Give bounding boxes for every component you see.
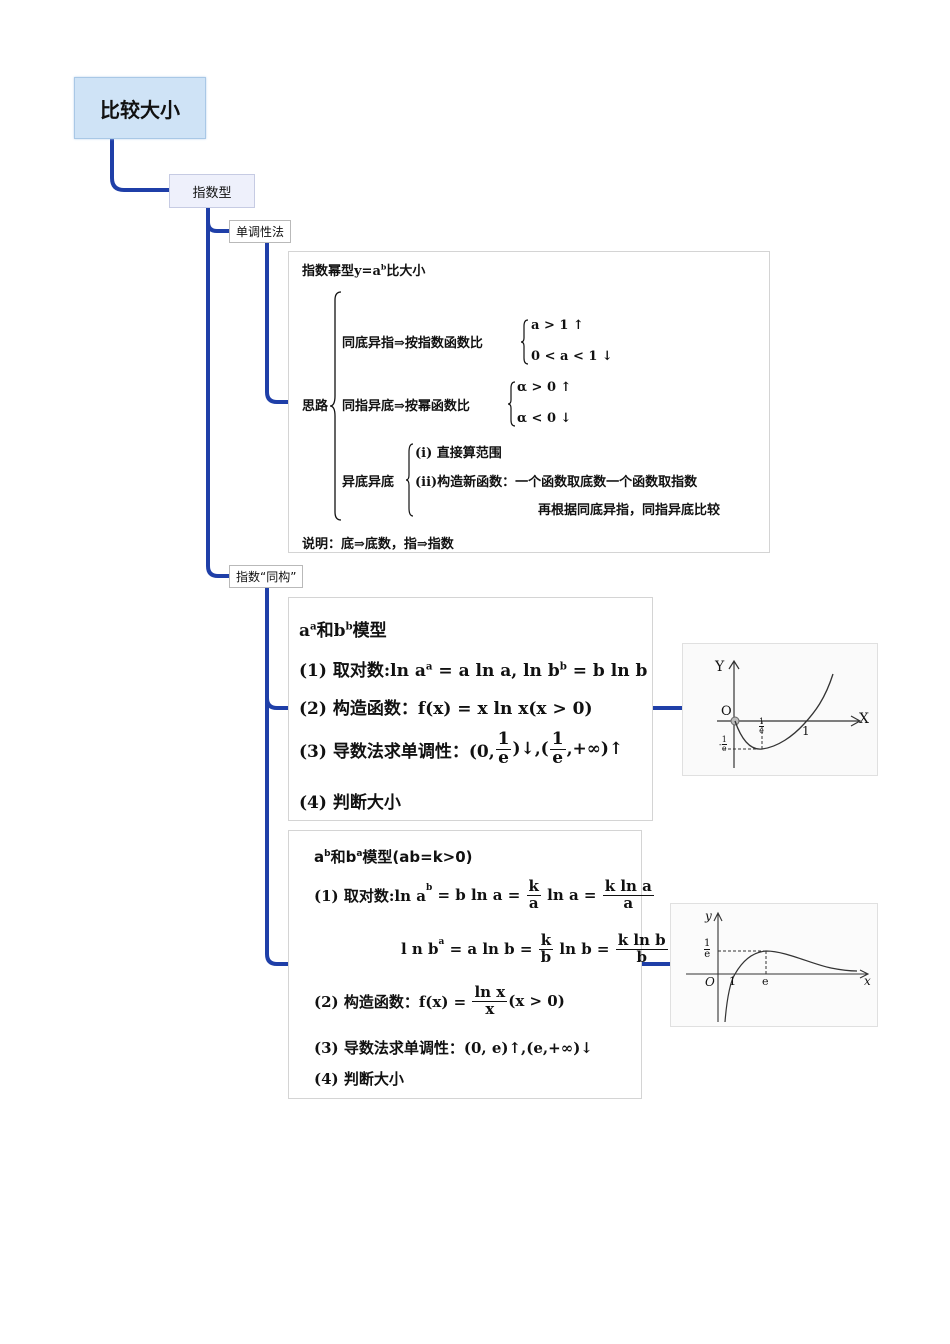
case3-brace — [405, 443, 414, 517]
case2-text: 同指异底⇒按幂函数比 — [342, 399, 470, 414]
model2-graph-x-tick-2: e — [762, 975, 769, 988]
case3-option-ii-continued: 再根据同底异指，同指异底比较 — [538, 503, 721, 518]
model2-graph-svg — [686, 911, 870, 1023]
model1-title: aa和bb模型 — [299, 620, 387, 641]
case3-option-i: (i) 直接算范围 — [415, 446, 502, 461]
method1-content-box: 指数幂型y=ab比大小 思路 同底异指⇒按指数函数比 a > 1 ↑ 0 < a… — [288, 251, 770, 553]
model2-graph-y-label: y — [705, 909, 712, 923]
case2-option-a: α > 0 ↑ — [517, 380, 572, 395]
model1-graph-svg — [717, 659, 862, 768]
model1-content-box: aa和bb模型 (1) 取对数:ln aa = a ln a, ln bb = … — [288, 597, 653, 821]
model2-title: ab和ba模型(ab=k>0) — [314, 848, 473, 866]
model2-graph-origin: O — [705, 975, 715, 989]
model1-step1: (1) 取对数:ln aa = a ln a, ln bb = b ln b — [299, 660, 648, 681]
root-label: 比较大小 — [100, 97, 180, 122]
model2-step3: (3) 导数法求单调性：(0, e)↑,(e,+∞)↓ — [314, 1039, 593, 1057]
case3-text: 异底异底 — [342, 475, 395, 490]
case2-brace — [507, 381, 516, 427]
model1-step2: (2) 构造函数：f(x) = x ln x(x > 0) — [299, 699, 593, 719]
method2-label: 指数“同构” — [236, 570, 297, 584]
branch-label: 指数型 — [192, 185, 232, 201]
branch-node-exponential[interactable]: 指数型 — [169, 174, 255, 208]
model1-graph-y-label: Y — [715, 659, 725, 675]
case1-text: 同底异指⇒按指数函数比 — [342, 336, 483, 351]
model2-graph-x-tick-1: 1 — [729, 975, 736, 988]
case3-option-ii: (ii)构造新函数：一个函数取底数一个函数取指数 — [415, 475, 698, 490]
method1-node[interactable]: 单调性法 — [229, 220, 292, 243]
case2-option-b: α < 0 ↓ — [517, 411, 572, 426]
case1-option-a: a > 1 ↑ — [531, 318, 584, 333]
thinking-label: 思路 — [302, 399, 329, 414]
connector-branch-method1 — [206, 205, 231, 233]
model1-step4: (4) 判断大小 — [299, 793, 401, 813]
model1-graph-origin: O — [721, 704, 732, 719]
method2-node[interactable]: 指数“同构” — [229, 565, 304, 588]
case1-brace — [520, 319, 529, 365]
connector-branch-method2 — [206, 220, 231, 578]
method1-note: 说明：底⇒底数，指⇒指数 — [302, 537, 454, 552]
connector-method1-box — [265, 239, 290, 404]
model1-graph-x-label: X — [859, 711, 869, 727]
method1-label: 单调性法 — [236, 225, 285, 239]
method1-title: 指数幂型y=ab比大小 — [302, 262, 426, 279]
case1-option-b: 0 < a < 1 ↓ — [531, 349, 613, 364]
big-brace — [329, 291, 342, 521]
connector-method2-model1 — [265, 585, 290, 710]
connector-root-branch — [110, 135, 171, 192]
model1-graph-x-tick: 1 — [802, 724, 810, 738]
connector-method2-model2 — [265, 696, 290, 966]
model2-graph-x-label: x — [864, 974, 871, 988]
root-node[interactable]: 比较大小 — [74, 77, 206, 139]
model2-step4: (4) 判断大小 — [314, 1070, 404, 1088]
